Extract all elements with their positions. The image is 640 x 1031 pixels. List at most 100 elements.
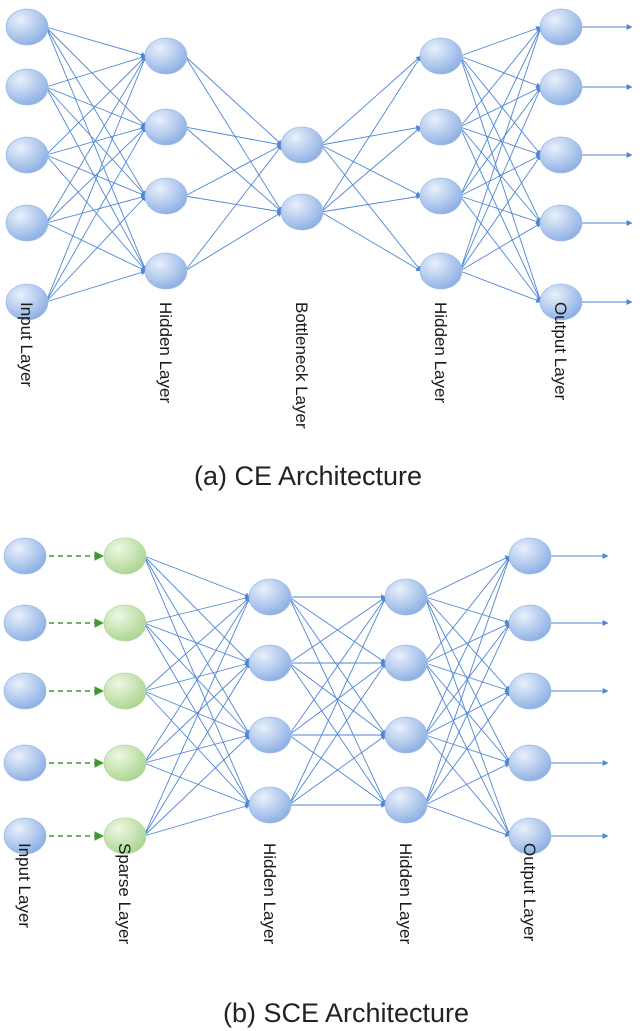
- connection-edge: [459, 270, 542, 303]
- connection-edge: [45, 26, 147, 197]
- connection-edge: [424, 734, 511, 765]
- connection-edge: [459, 26, 542, 128]
- ce-connections: [45, 24, 633, 305]
- connection-edge: [288, 662, 387, 736]
- layer-label: Input Layer: [17, 302, 36, 387]
- layer-label: Hidden Layer: [431, 302, 450, 403]
- connection-edge: [143, 555, 251, 598]
- sparse-node: [103, 604, 147, 642]
- connection-edge: [320, 194, 422, 213]
- connection-edge: [424, 690, 511, 806]
- connection-edge: [143, 622, 251, 736]
- connection-edge: [320, 144, 422, 197]
- connection-edge: [143, 662, 251, 837]
- ce-caption: (a) CE Architecture: [194, 461, 422, 491]
- connection-edge: [143, 622, 251, 806]
- connection-edge: [143, 596, 251, 692]
- connection-edge: [424, 555, 511, 736]
- connection-edge: [320, 55, 422, 146]
- neuron-node: [280, 193, 324, 231]
- neuron-node: [5, 68, 49, 106]
- connection-edge: [459, 55, 542, 88]
- connection-edge: [45, 154, 147, 272]
- layer-label: Hidden Layer: [396, 843, 415, 944]
- connection-edge: [424, 662, 511, 837]
- connection-edge: [143, 662, 251, 764]
- connection-edge: [424, 662, 511, 693]
- neuron-node: [419, 177, 463, 215]
- connection-edge: [184, 126, 283, 213]
- connection-edge: [320, 55, 422, 213]
- connection-edge: [459, 154, 542, 272]
- layer-label: Output Layer: [520, 843, 539, 942]
- connection-edge: [288, 662, 387, 806]
- neuron-node: [384, 578, 428, 616]
- connection-edge: [424, 555, 511, 806]
- connection-edge: [143, 555, 251, 736]
- connection-edge: [143, 803, 251, 837]
- connection-edge: [45, 86, 147, 197]
- connection-edge: [459, 55, 542, 156]
- connection-edge: [424, 555, 511, 598]
- connection-edge: [143, 762, 251, 806]
- connection-edge: [184, 144, 283, 272]
- sce-connections: [49, 551, 609, 841]
- neuron-node: [419, 37, 463, 75]
- connection-edge: [459, 26, 543, 272]
- connection-edge: [45, 55, 147, 156]
- neuron-node: [144, 37, 188, 75]
- connection-edge: [143, 661, 251, 692]
- neuron-node: [144, 108, 188, 146]
- connection-edge: [459, 86, 542, 128]
- connection-edge: [184, 55, 283, 213]
- connection-edge: [143, 596, 251, 837]
- neuron-node: [419, 252, 463, 290]
- connection-edge: [320, 125, 422, 146]
- layer-label: Sparse Layer: [115, 843, 134, 944]
- connection-edge: [459, 222, 542, 272]
- neuron-node: [384, 786, 428, 824]
- connection-edge: [424, 734, 511, 837]
- connection-edge: [459, 86, 542, 272]
- neuron-node: [384, 716, 428, 754]
- neuron-node: [508, 672, 552, 710]
- neuron-node: [3, 672, 47, 710]
- connection-edge: [45, 125, 147, 156]
- neuron-node: [144, 177, 188, 215]
- connection-edge: [459, 55, 542, 224]
- connection-edge: [459, 195, 542, 225]
- connection-edge: [288, 734, 387, 806]
- connection-edge: [459, 86, 542, 197]
- layer-label: Bottleneck Layer: [292, 302, 311, 429]
- connection-edge: [45, 54, 147, 88]
- connection-edge: [459, 154, 542, 197]
- connection-edge: [320, 126, 422, 213]
- neuron-node: [280, 126, 324, 164]
- neuron-node: [3, 604, 47, 642]
- neuron-node: [5, 283, 49, 321]
- connection-edge: [459, 195, 542, 303]
- connection-edge: [143, 622, 251, 664]
- neuron-node: [419, 108, 463, 146]
- connection-edge: [459, 26, 542, 197]
- connection-edge: [45, 26, 147, 272]
- connection-edge: [184, 144, 283, 197]
- neuron-node: [539, 204, 583, 242]
- connection-edge: [45, 55, 147, 303]
- neuron-node: [5, 8, 49, 46]
- layer-label: Input Layer: [15, 843, 34, 928]
- neuron-node: [539, 283, 583, 321]
- neuron-node: [248, 716, 292, 754]
- connection-edge: [45, 269, 147, 303]
- connection-edge: [320, 211, 422, 272]
- neuron-node: [248, 644, 292, 682]
- neuron-node: [144, 252, 188, 290]
- connection-edge: [143, 555, 251, 664]
- connection-edge: [45, 222, 147, 272]
- connection-edge: [45, 55, 147, 224]
- connection-edge: [288, 596, 387, 806]
